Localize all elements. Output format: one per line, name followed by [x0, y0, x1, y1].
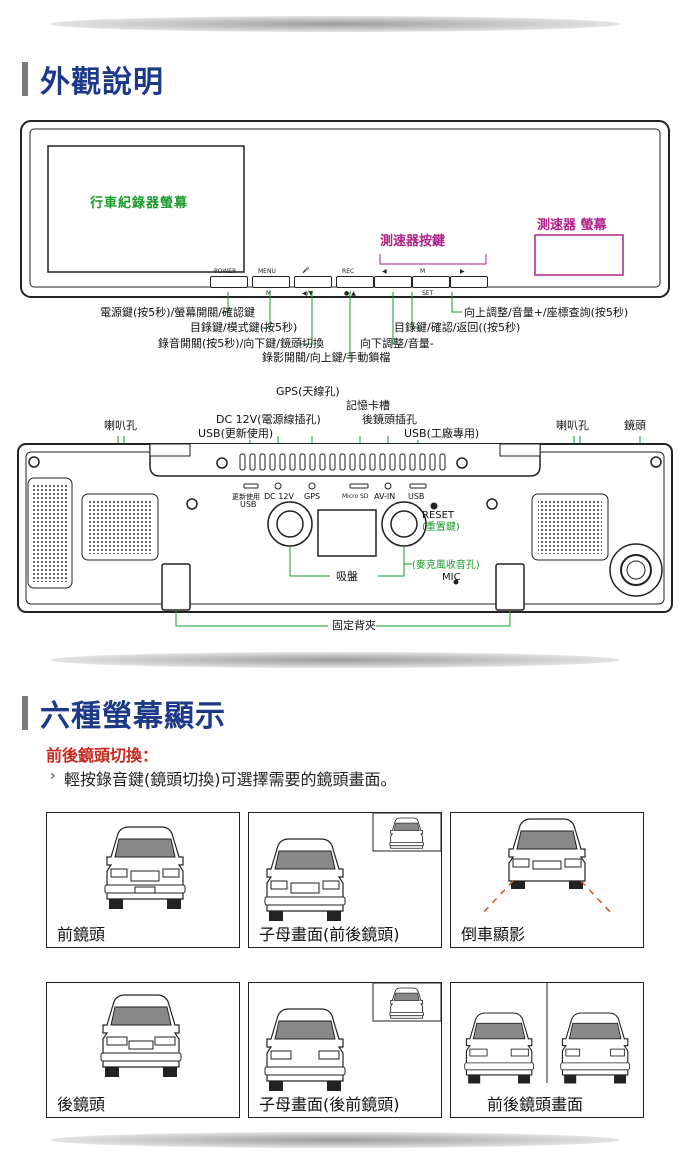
camera-switch-description: 輕按錄音鍵(鏡頭切換)可選擇需要的鏡頭畫面。: [64, 770, 397, 789]
callout-set: 目錄鍵/確認/返回((按5秒): [394, 321, 521, 334]
clip-label: 固定背夾: [332, 619, 376, 632]
mic-button[interactable]: [294, 276, 332, 288]
label-speaker-left: 喇叭孔: [104, 419, 137, 432]
divider-shadow-top: [50, 16, 620, 32]
label-card-slot: 記憶卡槽: [346, 399, 390, 412]
mic-sub-label: (麥克風收音孔): [412, 560, 480, 571]
mode-caption-pip-front: 子母畫面(前後鏡頭): [259, 925, 400, 944]
speed-screen-label: 測速器 螢幕: [537, 218, 607, 233]
label-dc: DC 12V(電源線插孔): [216, 413, 321, 426]
left-button[interactable]: [374, 276, 412, 288]
btn-caption-m: M: [420, 268, 426, 275]
car-split-icon: [464, 983, 630, 1084]
label-gps: GPS(天線孔): [276, 385, 340, 398]
camera-switch-heading: 前後鏡頭切換：: [46, 746, 159, 765]
btn-caption-menu: MENU: [258, 268, 276, 275]
mode-panel-split: 前後鏡頭畫面: [450, 982, 644, 1118]
port-label-avin: AV-IN: [374, 492, 396, 501]
btn-caption-right: ▶: [460, 268, 465, 275]
sub-caption-m: M: [266, 290, 272, 297]
callout-mic: 錄音開關(按5秒)/向下鍵/鏡頭切換: [158, 337, 324, 350]
bullet-icon: ›: [50, 768, 56, 784]
mic-label: MIC: [442, 572, 461, 583]
mode-caption-pip-rear: 子母畫面(後前鏡頭): [259, 1095, 400, 1114]
label-lens-jack: 後鏡頭插孔: [362, 413, 417, 426]
port-label-usb2: USB: [408, 492, 425, 501]
mode-caption-reverse: 倒車顯影: [461, 925, 526, 944]
menu-button[interactable]: [252, 276, 290, 288]
label-speaker-right: 喇叭孔: [556, 419, 589, 432]
mode-panel-reverse: 倒車顯影: [450, 812, 644, 948]
car-front-icon: [104, 826, 186, 909]
speed-button-label: 測速器按鍵: [380, 234, 446, 249]
btn-caption-rec: REC: [342, 268, 355, 275]
title-accent-bar: [22, 62, 28, 96]
label-usb-factory: USB(工廠專用): [404, 427, 480, 440]
mode-panel-pip-rear: 子母畫面(後前鏡頭): [248, 982, 442, 1118]
mode-panel-pip-front: 子母畫面(前後鏡頭): [248, 812, 442, 948]
port-label-microsd: Micro SD: [342, 493, 369, 500]
mode-panel-rear: 後鏡頭: [46, 982, 240, 1118]
btn-caption-mic: 🎤: [302, 267, 310, 274]
callout-menu: 目錄鍵/模式鍵(按5秒): [190, 321, 298, 334]
set-button[interactable]: [412, 276, 450, 288]
callout-power: 電源鍵(按5秒)/螢幕開關/確認鍵: [100, 306, 255, 319]
reset-label: RESET: [422, 510, 455, 521]
label-usb-update: USB(更新使用): [198, 427, 274, 440]
mode-panel-front: 前鏡頭: [46, 812, 240, 948]
mode-caption-rear: 後鏡頭: [57, 1095, 106, 1114]
car-pip-rear-icon: [264, 983, 441, 1091]
front-view-diagram: 行車紀錄器螢幕 測速器 螢幕 測速器按鍵 POWER MENU 🎤 REC ◀ …: [20, 120, 670, 300]
front-callout-lines: [222, 292, 462, 359]
divider-shadow-bottom: [50, 1132, 620, 1148]
mode-caption-split: 前後鏡頭畫面: [487, 1095, 584, 1114]
power-button[interactable]: [210, 276, 248, 288]
title-accent-bar-2: [22, 696, 28, 730]
section-title-screens: 六種螢幕顯示: [22, 694, 226, 734]
section-title-appearance: 外觀說明: [22, 60, 164, 100]
car-pip-icon: [264, 813, 441, 921]
port-label-gps: GPS: [304, 492, 321, 501]
mode-caption-front: 前鏡頭: [57, 925, 106, 944]
car-reverse-icon: [480, 818, 614, 916]
back-view-diagram: [17, 436, 673, 627]
btn-caption-left: ◀: [382, 268, 387, 275]
callout-right: 向上調整/音量+/座標查詢(按5秒): [464, 306, 629, 319]
speed-button-bracket: [379, 254, 487, 265]
dashcam-screen-label: 行車紀錄器螢幕: [90, 196, 189, 211]
callout-rec: 錄影開關/向上鍵/手動鎖檔: [262, 351, 391, 364]
right-button[interactable]: [450, 276, 488, 288]
reset-sub-label: (重置鍵): [422, 522, 460, 533]
btn-caption-power: POWER: [214, 268, 237, 275]
port-label-dc: DC 12V: [264, 492, 294, 501]
sub-caption-set: SET: [422, 290, 434, 297]
suction-label: 吸盤: [336, 570, 358, 583]
front-view-outline: [20, 120, 670, 298]
label-lens: 鏡頭: [624, 419, 646, 432]
car-rear-icon: [100, 994, 182, 1077]
port-label-usb1: USB: [240, 500, 257, 509]
sub-caption-down: ◀/▼: [302, 290, 314, 297]
speed-screen-box: [534, 234, 624, 276]
rec-button[interactable]: [336, 276, 374, 288]
callout-left: 向下調整/音量-: [360, 337, 434, 350]
port-label-update: 更新使用: [232, 493, 260, 501]
divider-shadow-middle: [50, 652, 620, 668]
